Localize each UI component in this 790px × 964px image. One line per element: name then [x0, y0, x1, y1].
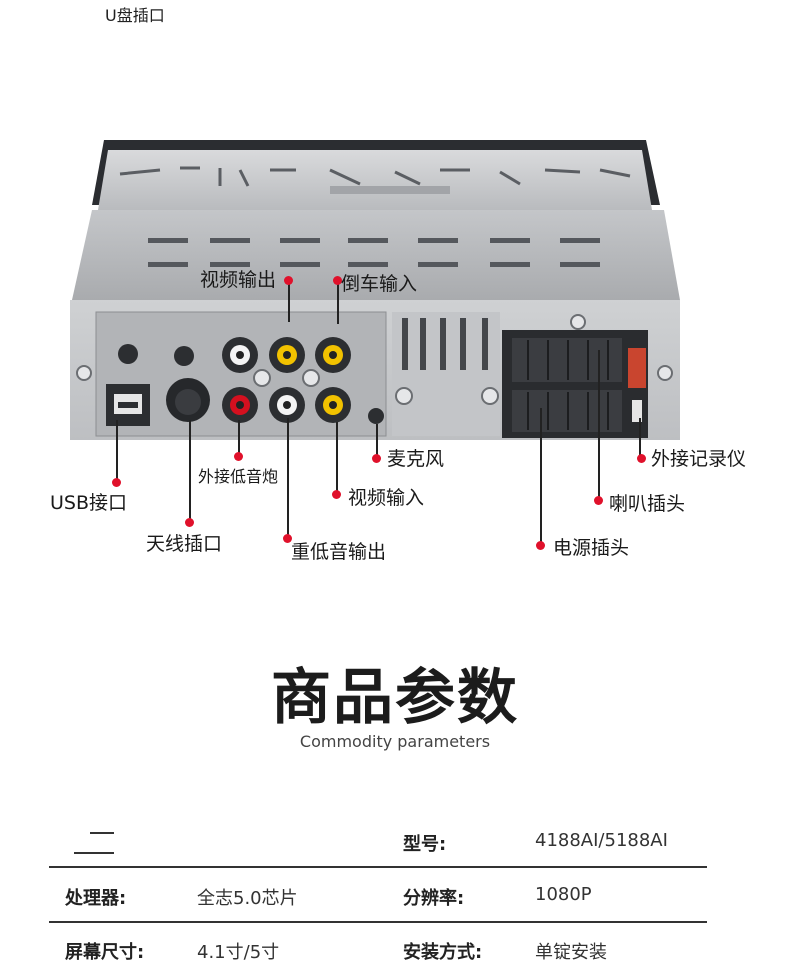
leader-ext-subwoofer	[238, 420, 240, 458]
section-title: 商品参数	[271, 663, 519, 733]
leader-reverse-in	[337, 284, 339, 324]
param-value-install: 单锭安装	[535, 942, 607, 963]
param-value-screen-size: 4.1寸/5寸	[197, 942, 280, 963]
label-power-plug: 电源插头	[553, 537, 630, 559]
param-key-model: 型号:	[403, 834, 447, 855]
label-speaker-plug: 喇叭插头	[609, 493, 686, 515]
callout-dot-speaker	[594, 496, 603, 505]
callout-dot-recorder	[637, 454, 646, 463]
callout-dot-power	[536, 541, 545, 550]
leader-video-in	[336, 422, 338, 492]
callout-dot-video-out	[284, 276, 293, 285]
section-subtitle: Commodity parameters	[299, 732, 491, 751]
table-divider	[49, 921, 707, 923]
usb-slot-label: U盘插口	[105, 6, 165, 25]
param-value-model: 4188AI/5188AI	[535, 830, 668, 851]
row1-marker	[90, 832, 114, 834]
callout-dot-subwoofer-out	[283, 534, 292, 543]
leader-subwoofer-out	[287, 418, 289, 538]
label-external-recorder: 外接记录仪	[651, 448, 747, 470]
leader-mic	[376, 424, 378, 456]
row1-marker	[74, 852, 114, 854]
param-key-resolution: 分辨率:	[403, 888, 465, 909]
label-video-in: 视频输入	[348, 487, 425, 509]
callout-dot-video-in	[332, 490, 341, 499]
leader-video-out	[288, 282, 290, 322]
label-video-out: 视频输出	[200, 269, 277, 291]
callout-dot-usb	[112, 478, 121, 487]
callout-dot-antenna	[185, 518, 194, 527]
param-table: 型号: 4188AI/5188AI 处理器: 全志5.0芯片 分辨率: 1080…	[0, 800, 790, 963]
param-key-processor: 处理器:	[65, 888, 127, 909]
callout-dot-reverse-in	[333, 276, 342, 285]
label-antenna-port: 天线插口	[146, 533, 223, 555]
label-mic: 麦克风	[387, 448, 445, 470]
param-value-processor: 全志5.0芯片	[197, 888, 298, 909]
label-reverse-in: 倒车输入	[341, 273, 418, 295]
callout-dot-ext-subwoofer	[234, 452, 243, 461]
car-stereo-rear-illustration	[70, 140, 680, 440]
leader-speaker	[598, 350, 600, 498]
leader-power	[540, 408, 542, 544]
callout-dot-mic	[372, 454, 381, 463]
leader-usb	[116, 420, 118, 482]
param-key-screen-size: 屏幕尺寸:	[65, 942, 145, 963]
leader-antenna	[189, 420, 191, 520]
label-external-subwoofer: 外接低音炮	[198, 467, 279, 486]
param-key-install: 安装方式:	[403, 942, 483, 963]
param-value-resolution: 1080P	[535, 884, 592, 905]
label-usb-port: USB接口	[50, 492, 128, 514]
leader-recorder	[639, 418, 641, 458]
label-subwoofer-out: 重低音输出	[291, 541, 387, 563]
table-divider	[49, 866, 707, 868]
